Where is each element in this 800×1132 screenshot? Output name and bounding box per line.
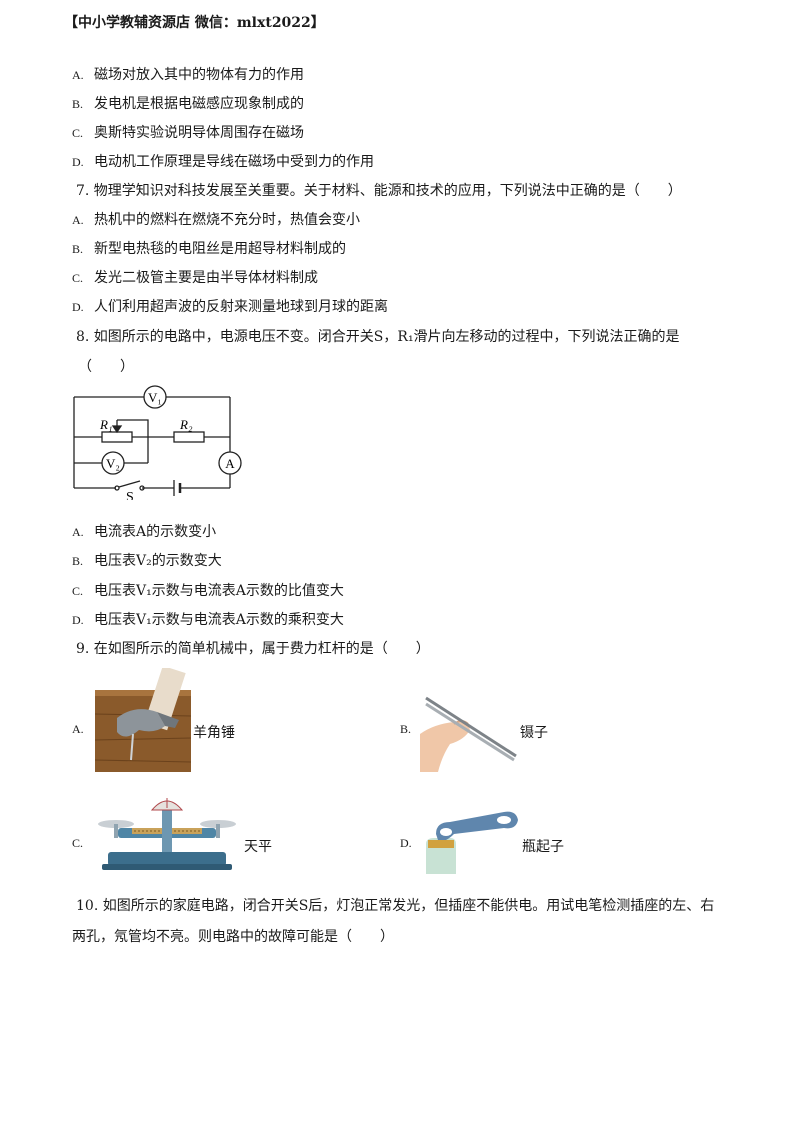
option-text: 奥斯特实验说明导体周围存在磁场	[94, 125, 304, 141]
claw-hammer-picture[interactable]	[95, 668, 191, 772]
q8-stem-line1: 8. 如图所示的电路中，电源电压不变。闭合开关S，R₁滑片向左移动的过程中，下列…	[76, 329, 680, 345]
switch-label: S	[126, 490, 134, 500]
q6-option-b[interactable]: B. 发电机是根据电磁感应现象制成的	[72, 93, 304, 113]
option-text: 电压表V₂的示数变大	[94, 553, 222, 569]
option-text: 人们利用超声波的反射来测量地球到月球的距离	[94, 299, 388, 315]
q9-item-d-caption: 瓶起子	[522, 839, 564, 855]
q10-line1: 10. 如图所示的家庭电路，闭合开关S后，灯泡正常发光，但插座不能供电。用试电笔…	[76, 898, 715, 914]
q9-item-c-letter: C.	[72, 836, 84, 850]
balance-scale-picture[interactable]	[94, 794, 240, 874]
option-text: 发电机是根据电磁感应现象制成的	[94, 96, 304, 112]
q9-item-b-letter: B.	[400, 722, 412, 736]
q6-option-a[interactable]: A. 磁场对放入其中的物体有力的作用	[72, 64, 304, 84]
q9-item-b-caption: 镊子	[520, 725, 548, 741]
q8-option-a[interactable]: A. 电流表A的示数变小	[72, 521, 216, 541]
r2-label: R₂	[179, 417, 193, 432]
tweezers-picture[interactable]	[420, 694, 518, 772]
option-letter: A.	[72, 213, 84, 227]
q7-option-d[interactable]: D. 人们利用超声波的反射来测量地球到月球的距离	[72, 296, 388, 316]
option-text: 电流表A的示数变小	[94, 524, 217, 540]
option-text: 电压表V₁示数与电流表A示数的乘积变大	[94, 612, 344, 628]
option-letter: D.	[72, 613, 84, 627]
option-letter: C.	[72, 584, 84, 598]
option-text: 磁场对放入其中的物体有力的作用	[94, 67, 304, 83]
ammeter-label: A	[225, 456, 235, 471]
option-letter: A.	[72, 68, 84, 82]
q10-line2: 两孔，氖管均不亮。则电路中的故障可能是（ ）	[72, 929, 394, 945]
option-letter: C.	[72, 126, 84, 140]
option-text: 电压表V₁示数与电流表A示数的比值变大	[94, 583, 344, 599]
q7-option-c[interactable]: C. 发光二极管主要是由半导体材料制成	[72, 267, 318, 287]
option-text: 电动机工作原理是导线在磁场中受到力的作用	[94, 154, 374, 170]
option-letter: A.	[72, 525, 84, 539]
option-letter: D.	[72, 155, 84, 169]
option-letter: B.	[72, 554, 84, 568]
r1-label: R₁	[99, 417, 112, 432]
q8-stem-line2: （ ）	[78, 359, 134, 375]
q7-option-b[interactable]: B. 新型电热毯的电阻丝是用超导材料制成的	[72, 238, 346, 258]
q9-item-a-letter: A.	[72, 722, 84, 736]
q9-item-d-letter: D.	[400, 836, 412, 850]
q8-option-d[interactable]: D. 电压表V₁示数与电流表A示数的乘积变大	[72, 609, 344, 629]
q6-option-d[interactable]: D. 电动机工作原理是导线在磁场中受到力的作用	[72, 151, 374, 171]
q8-option-b[interactable]: B. 电压表V₂的示数变大	[72, 550, 222, 570]
option-text: 热机中的燃料在燃烧不充分时，热值会变小	[94, 212, 360, 228]
option-letter: B.	[72, 242, 84, 256]
page-header: 【中小学教辅资源店 微信：mlxt2022】	[64, 15, 325, 31]
q7-option-a[interactable]: A. 热机中的燃料在燃烧不充分时，热值会变小	[72, 209, 360, 229]
bottle-opener-picture[interactable]	[420, 804, 520, 874]
option-text: 新型电热毯的电阻丝是用超导材料制成的	[94, 241, 346, 257]
option-letter: B.	[72, 97, 84, 111]
option-letter: D.	[72, 300, 84, 314]
q6-option-c[interactable]: C. 奥斯特实验说明导体周围存在磁场	[72, 122, 304, 142]
q9-item-c-caption: 天平	[244, 839, 272, 855]
v1-label: V₁	[148, 390, 162, 405]
circuit-diagram: V₁ V₂ A R₁ R₂ S	[73, 385, 242, 500]
v2-label: V₂	[106, 456, 120, 471]
option-text: 发光二极管主要是由半导体材料制成	[94, 270, 318, 286]
q7-stem: 7. 物理学知识对科技发展至关重要。关于材料、能源和技术的应用，下列说法中正确的…	[76, 183, 682, 199]
q9-stem: 9. 在如图所示的简单机械中，属于费力杠杆的是（ ）	[76, 641, 430, 657]
q9-item-a-caption: 羊角锤	[193, 725, 235, 741]
q8-option-c[interactable]: C. 电压表V₁示数与电流表A示数的比值变大	[72, 580, 344, 600]
option-letter: C.	[72, 271, 84, 285]
